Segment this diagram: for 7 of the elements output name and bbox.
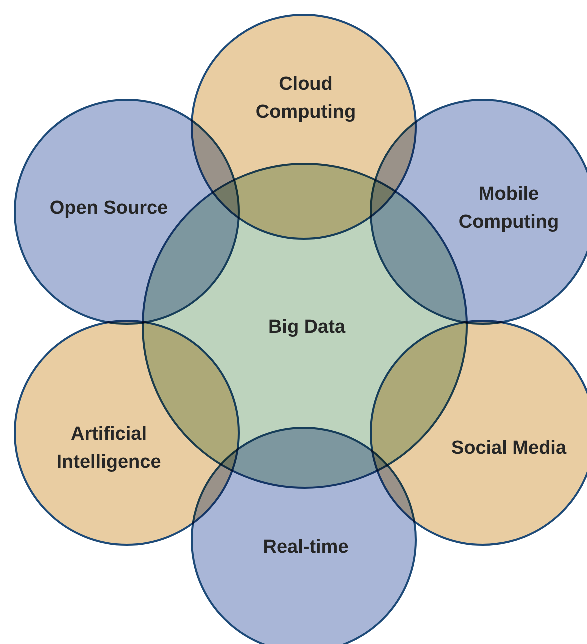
circle-label: Artificial Intelligence — [56, 423, 162, 475]
circle-label: Social Media — [450, 437, 568, 461]
circle-label: Open Source — [48, 197, 170, 221]
circle-label: Cloud Computing — [254, 73, 358, 125]
circle-label: Big Data — [267, 316, 347, 340]
circle-label: Real-time — [262, 536, 350, 560]
circle-label: Mobile Computing — [458, 183, 560, 235]
